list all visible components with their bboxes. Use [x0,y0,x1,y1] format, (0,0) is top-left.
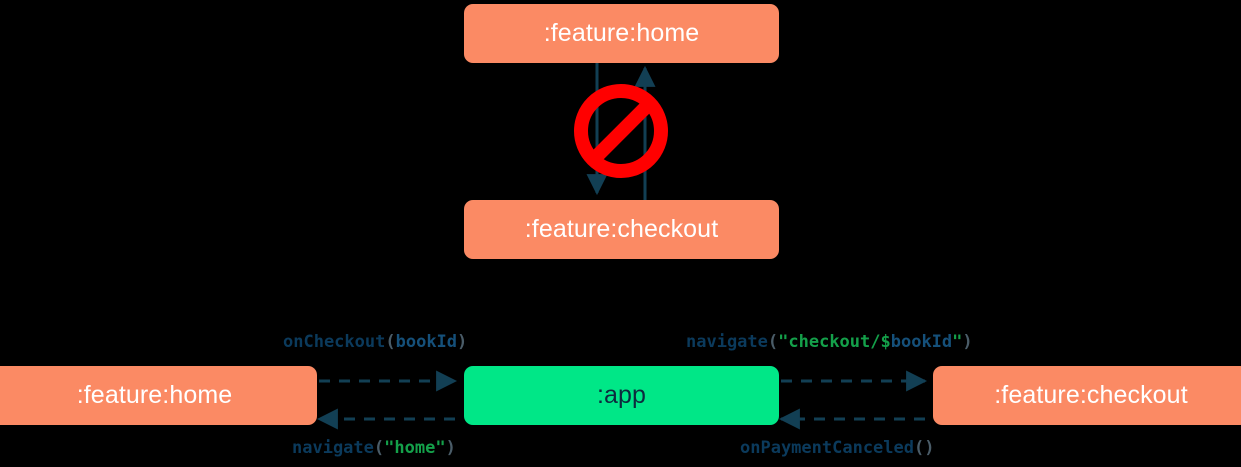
code-token-punct: ) [457,332,468,352]
code-token-var: bookId [890,332,953,352]
code-token-ident: onCheckout [283,332,386,352]
node-app[interactable]: :app [464,366,779,425]
code-token-punct: () [914,438,935,458]
node-feature-checkout-bottom[interactable]: :feature:checkout [933,366,1241,425]
node-label: :feature:checkout [994,381,1188,409]
code-token-ident: navigate [292,438,374,458]
edge-label-navigate-checkout: navigate("checkout/$bookId") [686,332,973,352]
node-feature-home-top[interactable]: :feature:home [464,4,779,63]
code-token-punct: ) [445,438,456,458]
edge-label-navigate-home: navigate("home") [292,438,456,458]
node-label: :feature:home [76,381,233,409]
node-feature-checkout-top[interactable]: :feature:checkout [464,200,779,259]
code-token-punct: ) [962,332,973,352]
node-label: :feature:home [543,19,700,47]
edge-label-on-payment-canceled: onPaymentCanceled() [740,438,934,458]
code-token-punct: ( [767,332,779,352]
code-token-punct: ( [385,332,396,352]
node-label: :feature:checkout [524,215,719,243]
code-token-string: "home" [384,438,446,458]
code-token-string: " [952,332,963,352]
code-token-string: "checkout/$ [778,332,891,352]
code-token-var: bookId [395,332,458,352]
node-label: :app [596,381,647,409]
node-feature-home-bottom[interactable]: :feature:home [0,366,317,425]
code-token-ident: navigate [686,332,768,352]
edge-label-on-checkout: onCheckout(bookId) [283,332,467,352]
code-token-ident: onPaymentCanceled [740,438,914,458]
prohibition-icon [574,84,668,178]
code-token-punct: ( [373,438,385,458]
